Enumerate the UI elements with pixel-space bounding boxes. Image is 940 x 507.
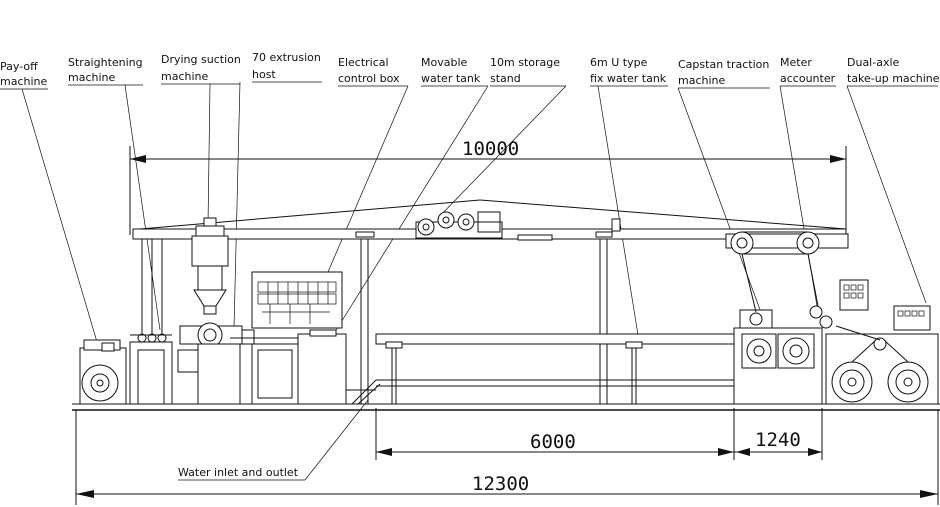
label-electrical-line2: control box bbox=[338, 72, 400, 85]
base-platform bbox=[72, 403, 940, 411]
pulley-icon bbox=[417, 218, 435, 236]
label-drying-line1: Drying suction bbox=[161, 53, 241, 66]
label-takeup-line2: take-up machine bbox=[847, 72, 940, 85]
label-utank-line1: 6m U type bbox=[590, 56, 648, 69]
dimension-top: 10000 bbox=[129, 138, 847, 240]
u-type-water-tank bbox=[346, 333, 735, 404]
takeup-reel-icon bbox=[831, 361, 873, 403]
label-movable-line1: Movable bbox=[421, 56, 468, 69]
meter-accounter bbox=[807, 253, 869, 329]
pulley-icon bbox=[796, 231, 820, 255]
dimension-1240-text: 1240 bbox=[755, 429, 801, 451]
pulley-icon bbox=[730, 231, 754, 255]
capstan-traction-machine bbox=[733, 253, 823, 405]
label-extrusion-line2: host bbox=[252, 68, 276, 81]
label-movable-line2: water tank bbox=[421, 72, 481, 85]
water-inlet-outlet bbox=[351, 379, 381, 405]
pulley-icon bbox=[457, 213, 475, 231]
label-straightening-line1: Straightening bbox=[68, 56, 143, 69]
dual-axle-takeup bbox=[825, 305, 939, 405]
capstan-wheel-icon bbox=[782, 337, 810, 365]
label-payoff-line1: Pay-off bbox=[0, 60, 38, 73]
label-drying-line2: machine bbox=[161, 70, 209, 83]
label-takeup-line1: Dual-axle bbox=[847, 56, 900, 69]
storage-pulleys bbox=[415, 211, 503, 239]
payoff-machine bbox=[79, 339, 127, 405]
drying-extrusion-host bbox=[177, 217, 255, 405]
electrical-control-box bbox=[251, 271, 343, 405]
dimension-total: 12300 bbox=[75, 410, 939, 505]
label-straightening-line2: machine bbox=[68, 71, 116, 84]
meter-wheel-icon bbox=[809, 305, 823, 319]
label-underlines bbox=[0, 81, 938, 481]
dimension-12300-text: 12300 bbox=[472, 473, 529, 495]
component-labels: Pay-off machine Straightening machine Dr… bbox=[0, 51, 940, 479]
traction-pulleys-top bbox=[725, 231, 849, 255]
label-electrical-line1: Electrical bbox=[338, 56, 389, 69]
pulley-icon bbox=[437, 211, 455, 229]
takeup-reel-icon bbox=[887, 361, 929, 403]
capstan-wheel-icon bbox=[746, 338, 772, 364]
dimension-10000: 10000 bbox=[462, 138, 519, 160]
label-storage-line1: 10m storage bbox=[490, 56, 560, 69]
spool-icon bbox=[81, 364, 119, 402]
dimension-6000: 6000 bbox=[375, 408, 735, 460]
movable-water-tank bbox=[230, 329, 347, 405]
label-meter-line1: Meter bbox=[780, 56, 812, 69]
label-capstan-line1: Capstan traction bbox=[678, 58, 769, 71]
label-water-inlet: Water inlet and outlet bbox=[178, 466, 299, 479]
dimension-6000-text: 6000 bbox=[530, 431, 576, 453]
label-utank-line2: fix water tank bbox=[590, 72, 667, 85]
dimension-1240: 1240 bbox=[734, 408, 823, 460]
label-capstan-line2: machine bbox=[678, 74, 726, 87]
straightening-machine bbox=[129, 239, 173, 405]
label-payoff-line2: machine bbox=[0, 75, 48, 88]
extruder-head-icon bbox=[197, 322, 223, 348]
label-meter-line2: accounter bbox=[780, 72, 836, 85]
label-storage-line2: stand bbox=[490, 72, 521, 85]
label-extrusion-line1: 70 extrusion bbox=[252, 51, 321, 64]
